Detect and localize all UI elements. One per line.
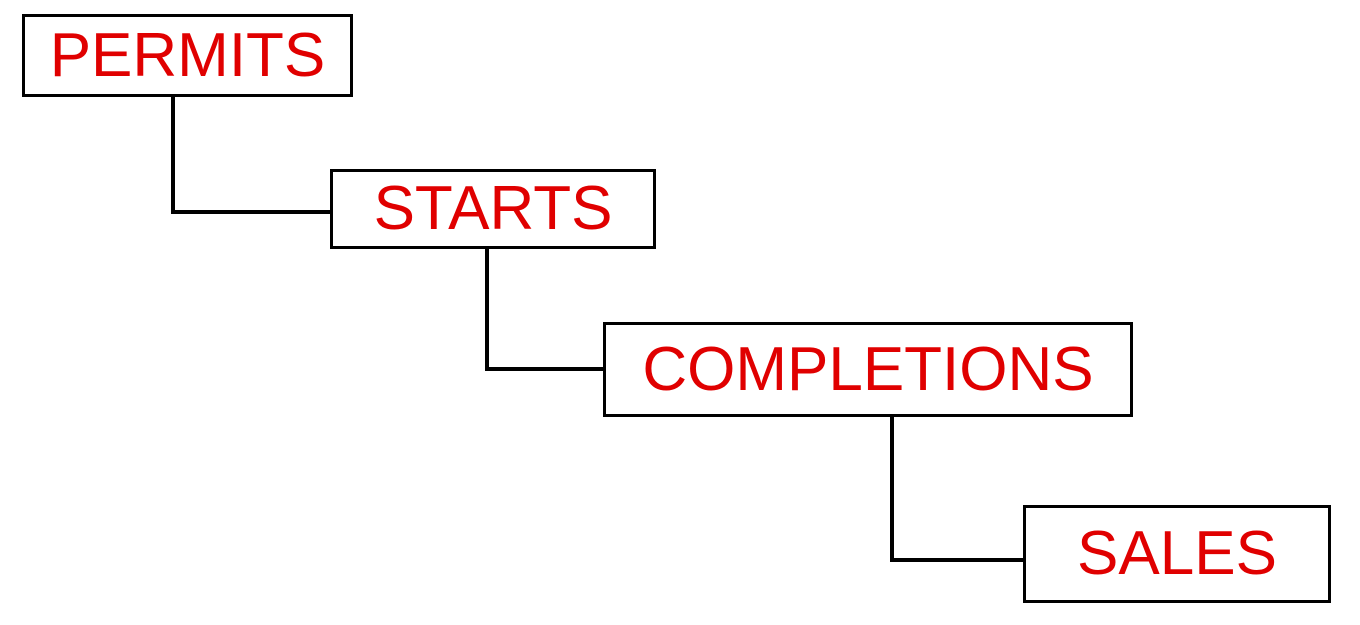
node-starts: STARTS bbox=[330, 169, 656, 249]
connector-starts-completions bbox=[485, 249, 603, 371]
node-label-permits: PERMITS bbox=[49, 20, 326, 90]
node-permits: PERMITS bbox=[22, 14, 353, 97]
node-label-completions: COMPLETIONS bbox=[642, 334, 1094, 404]
connector-permits-starts bbox=[171, 97, 330, 214]
node-completions: COMPLETIONS bbox=[603, 322, 1133, 417]
connector-completions-sales bbox=[890, 417, 1023, 562]
node-label-starts: STARTS bbox=[373, 174, 613, 243]
node-sales: SALES bbox=[1023, 505, 1331, 603]
node-label-sales: SALES bbox=[1077, 519, 1277, 588]
